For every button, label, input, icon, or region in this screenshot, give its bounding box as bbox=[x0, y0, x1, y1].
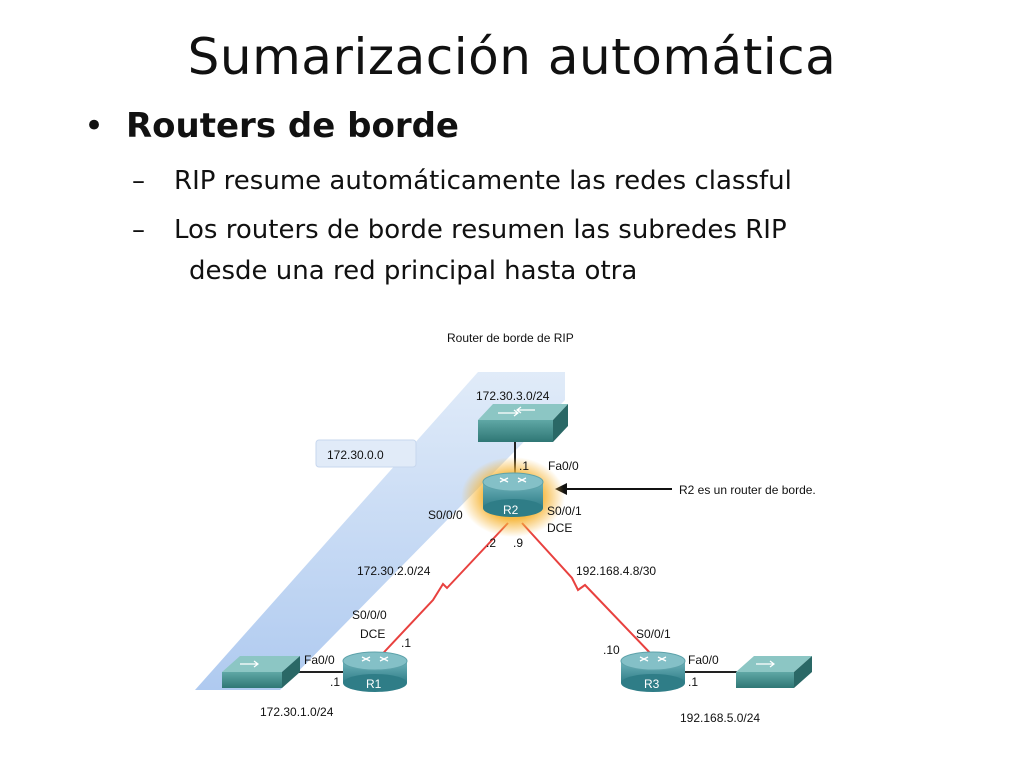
subpoint-1: –RIP resume automáticamente las redes cl… bbox=[132, 166, 792, 196]
left-lan-label: 172.30.1.0/24 bbox=[260, 705, 334, 719]
subpoint-2b-text: desde una red principal hasta otra bbox=[189, 256, 638, 286]
subpoint-2-text: Los routers de borde resumen las subrede… bbox=[174, 215, 787, 245]
serial-link-r2-r3 bbox=[521, 522, 653, 656]
top-lan-label: 172.30.3.0/24 bbox=[476, 389, 550, 403]
switch-icon bbox=[736, 656, 812, 688]
subpoint-2-continued: desde una red principal hasta otra bbox=[189, 256, 637, 286]
r3-s-ip: .10 bbox=[603, 643, 620, 657]
router-icon bbox=[620, 651, 686, 692]
switch-icon bbox=[478, 404, 568, 442]
r2-s001-label: S0/0/1 bbox=[547, 504, 582, 518]
bullet-heading: • Routers de borde bbox=[84, 106, 459, 146]
link-r1-r2-label: 172.30.2.0/24 bbox=[357, 564, 431, 578]
link-r2-r3-label: 192.168.4.8/30 bbox=[576, 564, 656, 578]
r1-fa-ip: .1 bbox=[330, 675, 340, 689]
classful-region bbox=[195, 372, 565, 690]
r2-fa-label: Fa0/0 bbox=[548, 459, 579, 473]
dash-icon: – bbox=[132, 166, 145, 196]
r2-dce-label: DCE bbox=[547, 521, 572, 535]
r2-name: R2 bbox=[503, 503, 519, 517]
r3-fa-label: Fa0/0 bbox=[688, 653, 719, 667]
r1-fa-label: Fa0/0 bbox=[304, 653, 335, 667]
serial-link-r1-r2 bbox=[371, 522, 509, 666]
r3-fa-ip: .1 bbox=[688, 675, 698, 689]
router-icon bbox=[342, 651, 408, 692]
router-icon bbox=[482, 472, 544, 517]
r2-ip-left: .2 bbox=[486, 536, 496, 550]
bullet-heading-text: Routers de borde bbox=[126, 106, 459, 146]
r1-dce-label: DCE bbox=[360, 627, 385, 641]
r2-fa-ip: .1 bbox=[519, 459, 529, 473]
r3-name: R3 bbox=[644, 677, 660, 691]
r1-s-ip: .1 bbox=[401, 636, 411, 650]
r1-name: R1 bbox=[366, 677, 382, 691]
slide-title: Sumarización automática bbox=[187, 28, 837, 86]
switch-icon bbox=[222, 656, 300, 688]
r2-ip-right: .9 bbox=[513, 536, 523, 550]
r1-s000-label: S0/0/0 bbox=[352, 608, 387, 622]
dash-icon: – bbox=[132, 215, 145, 245]
annotation-text: R2 es un router de borde. bbox=[679, 483, 816, 497]
diagram-caption: Router de borde de RIP bbox=[447, 331, 574, 345]
subpoint-2: –Los routers de borde resumen las subred… bbox=[132, 215, 787, 245]
right-lan-label: 192.168.5.0/24 bbox=[680, 711, 760, 725]
r3-s001-label: S0/0/1 bbox=[636, 627, 671, 641]
subpoint-1-text: RIP resume automáticamente las redes cla… bbox=[174, 166, 792, 196]
network-box bbox=[315, 439, 417, 468]
network-box-label: 172.30.0.0 bbox=[327, 448, 384, 462]
bullet-dot-icon: • bbox=[84, 106, 105, 146]
r2-s000-label: S0/0/0 bbox=[428, 508, 463, 522]
